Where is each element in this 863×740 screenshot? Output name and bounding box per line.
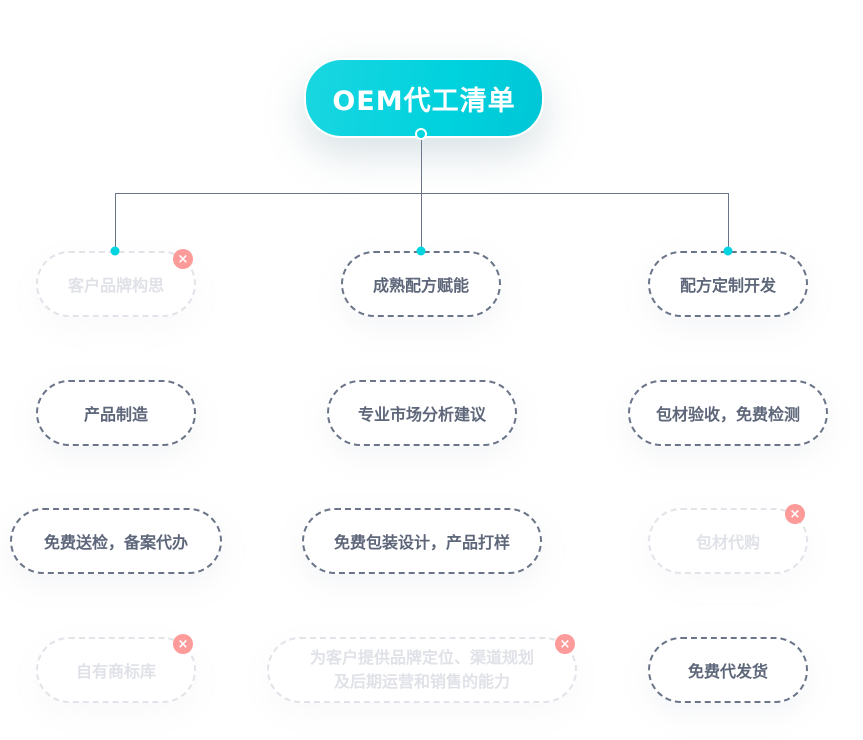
remove-icon[interactable]: ×: [785, 504, 805, 524]
item-node-packaging-purchase[interactable]: 包材代购: [648, 508, 808, 574]
remove-icon[interactable]: ×: [555, 634, 575, 654]
item-node-manufacturing[interactable]: 产品制造: [36, 380, 196, 446]
node-label: 免费代发货: [687, 662, 768, 681]
node-label: 包材代购: [695, 533, 760, 552]
item-node-free-testing[interactable]: 免费送检，备案代办: [10, 508, 222, 574]
connector-horizontal: [115, 193, 729, 194]
node-label: 客户品牌构思: [67, 276, 164, 295]
item-node-packaging-design[interactable]: 免费包装设计，产品打样: [302, 508, 542, 574]
branch-node-brand-concept[interactable]: 客户品牌构思: [36, 251, 196, 317]
remove-icon[interactable]: ×: [173, 249, 193, 269]
node-label: 产品制造: [83, 405, 148, 424]
node-label: 免费包装设计，产品打样: [333, 533, 510, 552]
branch-connector-dot: [110, 246, 120, 256]
connector-trunk: [421, 134, 422, 250]
node-label: 包材验收，免费检测: [655, 405, 800, 424]
root-label: OEM代工清单: [332, 85, 516, 117]
item-node-packaging-inspection[interactable]: 包材验收，免费检测: [628, 380, 828, 446]
node-label: 专业市场分析建议: [357, 405, 486, 424]
item-node-dropshipping[interactable]: 免费代发货: [648, 637, 808, 703]
branch-node-formula-empower[interactable]: 成熟配方赋能: [341, 251, 501, 317]
item-node-market-analysis[interactable]: 专业市场分析建议: [327, 380, 517, 446]
branch-connector-dot: [723, 246, 733, 256]
connector-left: [115, 193, 116, 250]
node-label: 配方定制开发: [679, 276, 776, 295]
node-label: 为客户提供品牌定位、渠道规划: [309, 648, 534, 667]
branch-connector-dot: [416, 246, 426, 256]
root-node[interactable]: OEM代工清单: [304, 58, 544, 138]
node-label: 成熟配方赋能: [372, 276, 469, 295]
root-connector-dot: [415, 128, 427, 140]
remove-icon[interactable]: ×: [173, 634, 193, 654]
node-label-line2: 及后期运营和销售的能力: [333, 672, 510, 691]
branch-node-custom-formula[interactable]: 配方定制开发: [648, 251, 808, 317]
item-node-brand-positioning[interactable]: 为客户提供品牌定位、渠道规划及后期运营和销售的能力: [267, 637, 577, 703]
node-label: 自有商标库: [75, 662, 156, 681]
item-node-trademark-library[interactable]: 自有商标库: [36, 637, 196, 703]
node-label: 免费送检，备案代办: [43, 533, 188, 552]
connector-right: [728, 193, 729, 250]
